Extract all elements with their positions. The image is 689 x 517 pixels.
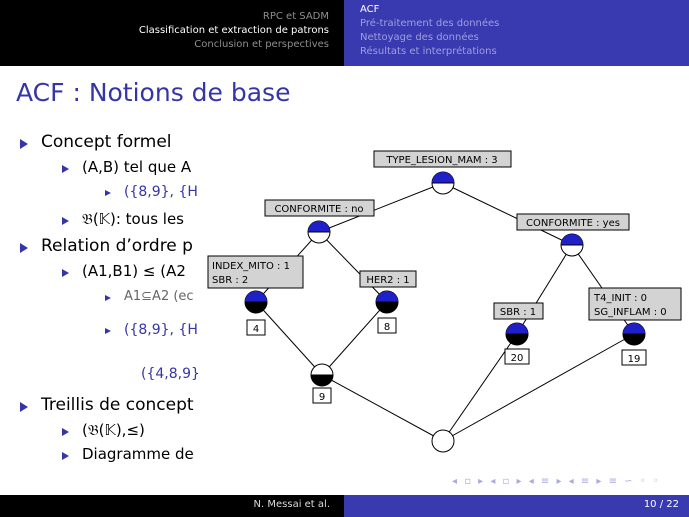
section-link-rpc[interactable]: RPC et SADM	[262, 11, 329, 22]
bullet-arrow-icon	[62, 428, 69, 436]
label-t4-init: T4_INIT : 0	[593, 293, 647, 304]
bullet-ab: (A,B) tel que A	[82, 158, 192, 176]
label-box-index-mito	[207, 255, 304, 289]
label-box-her2	[359, 270, 417, 288]
label-box-top	[373, 150, 512, 168]
label-type-lesion: TYPE_LESION_MAM : 3	[385, 155, 497, 166]
footer-page-area: 10 / 22	[344, 495, 689, 517]
bullet-lattice-pair: (𝔅(𝕂),≤)	[82, 421, 145, 439]
label-box-sbr1	[493, 302, 544, 320]
bullet-arrow-icon	[62, 269, 69, 277]
lattice-node-4[interactable]	[244, 290, 268, 314]
bullet-arrow-icon	[62, 217, 69, 225]
lattice-node-19[interactable]	[622, 322, 646, 346]
lattice-edges	[255, 182, 635, 442]
extent-box-9	[312, 387, 332, 404]
extent-9: 9	[319, 392, 325, 403]
subsection-nav: ACF Pré-traitement des données Nettoyage…	[344, 0, 689, 66]
extent-box-19	[621, 349, 647, 366]
bullet-arrow-icon	[105, 295, 111, 301]
bullet-arrow-icon	[105, 328, 111, 334]
bullet-arrow-icon	[20, 402, 28, 412]
subsection-link-acf[interactable]: ACF	[360, 4, 380, 15]
footer-page-number: 10 / 22	[643, 499, 679, 510]
bullet-example-concept: ({8,9}, {H	[124, 184, 198, 200]
lattice-node-20[interactable]	[505, 322, 529, 346]
label-conformite-no: CONFORMITE : no	[274, 204, 363, 215]
subsection-link-resultats[interactable]: Résultats et interprétations	[360, 46, 497, 57]
subsection-link-pretraitement[interactable]: Pré-traitement des données	[360, 18, 500, 29]
bullet-all-concepts: 𝔅(𝕂): tous les	[82, 210, 185, 228]
label-box-conformite-yes	[516, 213, 630, 231]
label-her2: HER2 : 1	[366, 275, 409, 286]
label-index-mito: INDEX_MITO : 1	[212, 261, 290, 272]
bullet-arrow-icon	[20, 139, 28, 149]
label-sbr1: SBR : 1	[500, 307, 536, 318]
bullet-order-def: (A1,B1) ≤ (A2	[82, 262, 186, 280]
footer-author-area: N. Messai et al.	[0, 495, 344, 517]
label-sbr2: SBR : 2	[212, 275, 248, 286]
extent-8: 8	[384, 322, 390, 333]
extent-19: 19	[628, 354, 641, 365]
label-sg-inflam: SG_INFLAM : 0	[594, 307, 667, 318]
bullet-arrow-icon	[105, 190, 111, 196]
subsection-link-nettoyage[interactable]: Nettoyage des données	[360, 32, 479, 43]
extent-box-8	[377, 317, 397, 334]
beamer-navigation-controls[interactable]: ◂ ▫ ▸ ◂ ▫ ▸ ◂ ≡ ▸ ◂ ≡ ▸ ≡ ∽ ◦ ◦	[452, 476, 661, 487]
lattice-node-top[interactable]	[431, 171, 455, 195]
lattice-node-8[interactable]	[375, 290, 399, 314]
bullet-treillis: Treillis de concept	[41, 395, 194, 415]
label-box-conformite-no	[264, 199, 375, 217]
lattice-node-conformite-yes[interactable]	[560, 233, 584, 257]
bullet-subset: A1⊆A2 (ec	[124, 289, 194, 304]
label-conformite-yes: CONFORMITE : yes	[526, 218, 620, 229]
bullet-concept-formel: Concept formel	[41, 132, 172, 152]
bullet-arrow-icon	[20, 243, 28, 253]
section-link-classification[interactable]: Classification et extraction de patrons	[138, 25, 329, 36]
footer-author: N. Messai et al.	[253, 499, 330, 510]
footer-bar: N. Messai et al. 10 / 22	[0, 495, 689, 517]
bullet-arrow-icon	[62, 452, 69, 460]
lattice-node-conformite-no[interactable]	[307, 220, 331, 244]
bullet-relation-ordre: Relation d’ordre p	[41, 236, 193, 256]
bullet-arrow-icon	[62, 165, 69, 173]
extent-box-4	[246, 319, 266, 336]
header-bar: RPC et SADM Classification et extraction…	[0, 0, 689, 66]
section-nav: RPC et SADM Classification et extraction…	[0, 0, 344, 66]
bullet-example-order-cont: ({4,8,9}	[141, 366, 200, 382]
extent-box-20	[504, 348, 530, 365]
bullet-diagramme: Diagramme de	[82, 445, 194, 463]
extent-20: 20	[511, 353, 524, 364]
extent-4: 4	[253, 324, 259, 335]
lattice-node-bottom[interactable]	[431, 429, 455, 453]
section-link-conclusion[interactable]: Conclusion et perspectives	[194, 39, 329, 50]
slide-title: ACF : Notions de base	[16, 78, 291, 107]
lattice-node-9[interactable]	[310, 363, 334, 387]
label-box-t4-init	[588, 287, 682, 321]
bullet-example-order: ({8,9}, {H	[124, 322, 198, 338]
